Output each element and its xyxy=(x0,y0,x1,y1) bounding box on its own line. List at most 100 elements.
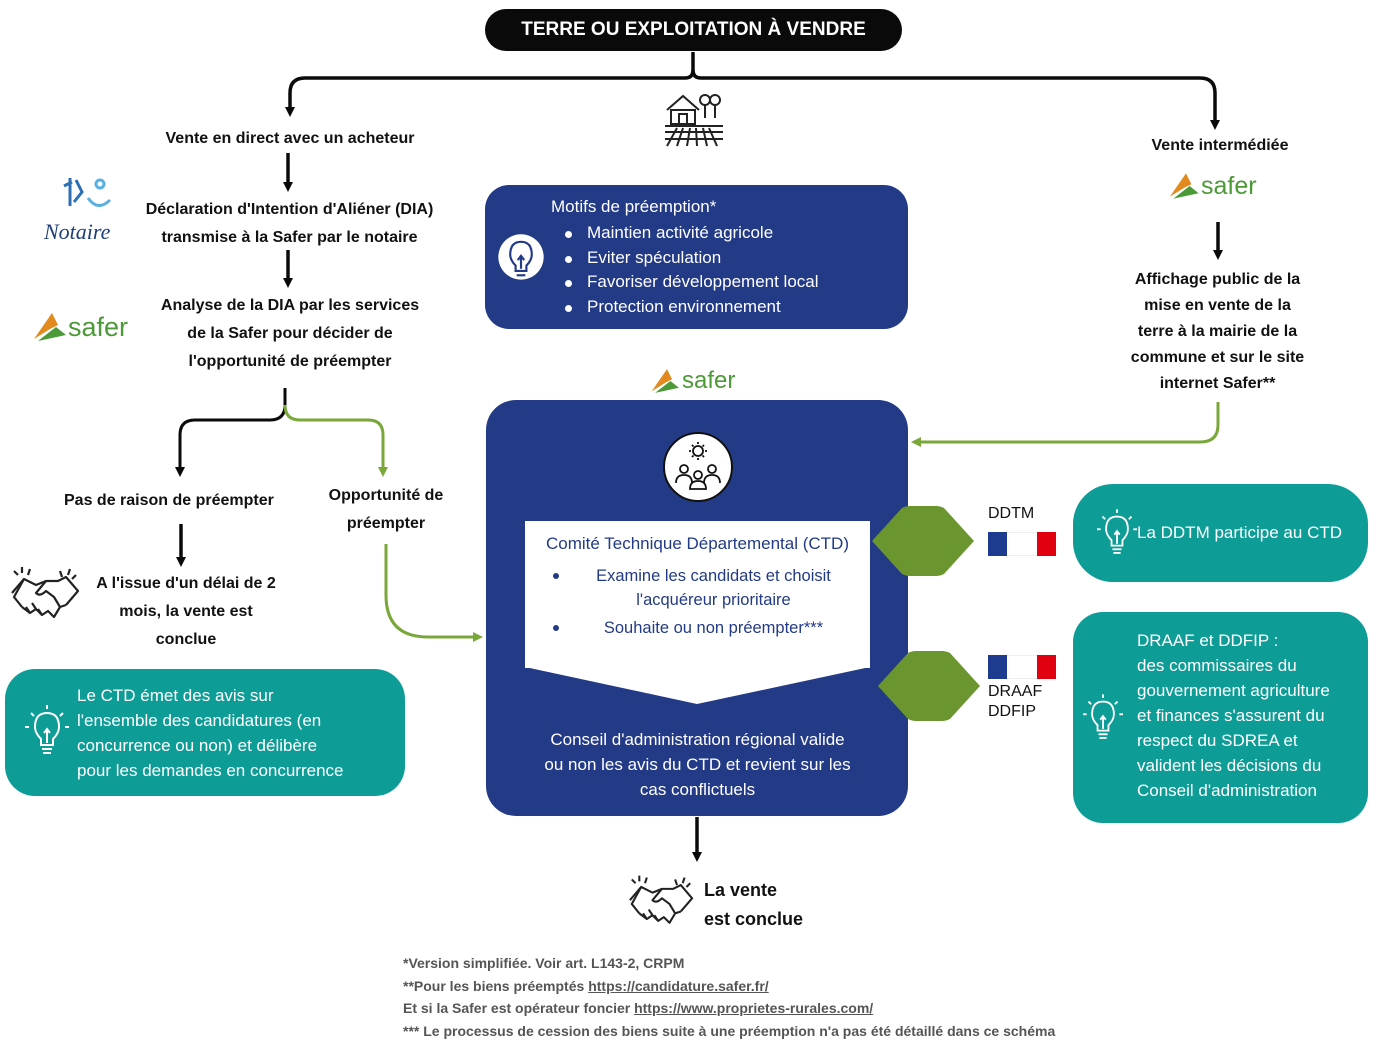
top-split-line xyxy=(285,52,695,117)
analyse-line: de la Safer pour décider de xyxy=(187,325,393,342)
issue-text: A l'issue d'un délai de 2 mois, la vente… xyxy=(80,570,292,654)
conseil-line: Conseil d'administration régional valide xyxy=(550,730,845,749)
ddtm-info-box: La DDTM participe au CTD xyxy=(1073,484,1368,582)
safer-mark-icon xyxy=(34,313,66,341)
ddtm-info-text: La DDTM participe au CTD xyxy=(1137,523,1343,542)
ctd-list: Examine les candidats et choisit l'acqué… xyxy=(525,564,870,640)
ctd-info-line: concurrence ou non) et délibère xyxy=(77,736,318,755)
ctd-info-line: pour les demandes en concurrence xyxy=(77,761,344,780)
affichage-line: terre à la mairie de la xyxy=(1137,323,1298,340)
safer-logo-text: safer xyxy=(682,367,736,394)
footnote-1: *Version simplifiée. Voir art. L143-2, C… xyxy=(403,955,685,971)
committee-icon xyxy=(663,432,733,502)
opportunite-line: Opportunité de xyxy=(328,487,444,504)
ctd-item-line: l'acquéreur prioritaire xyxy=(636,591,791,609)
footnotes: *Version simplifiée. Voir art. L143-2, C… xyxy=(403,952,1163,1042)
split-no-reason xyxy=(175,388,287,477)
safer-mark-icon xyxy=(651,369,679,393)
safer-logo: safer xyxy=(650,367,735,395)
issue-line: mois, la vente est xyxy=(119,603,253,620)
draaf-label: DRAAF DDFIP xyxy=(988,682,1042,722)
lightbulb-icon xyxy=(25,705,69,754)
draaf-info-box: DRAAF et DDFIP : des commissaires du gou… xyxy=(1073,612,1368,823)
draaf-info-line: et finances s'assurent du xyxy=(1137,706,1325,725)
ddtm-label: DDTM xyxy=(988,505,1035,522)
opportunite-label: Opportunité de préempter xyxy=(316,482,456,538)
draaf-info-line: Conseil d'administration xyxy=(1137,781,1317,800)
motifs-title: Motifs de préemption* xyxy=(551,197,717,216)
conseil-text: Conseil d'administration régional valide… xyxy=(520,727,875,802)
ctd-info-box: Le CTD émet des avis sur l'ensemble des … xyxy=(5,669,405,796)
safer-logo-text: safer xyxy=(68,311,129,342)
final-line: La vente xyxy=(704,880,778,900)
proprietes-rurales-link[interactable]: https://www.proprietes-rurales.com/ xyxy=(634,1000,874,1016)
ctd-info-line: Le CTD émet des avis sur xyxy=(77,686,274,705)
conseil-line: cas conflictuels xyxy=(639,780,756,799)
motifs-item: Maintien activité agricole xyxy=(565,221,819,246)
draaf-info-line: respect du SDREA et xyxy=(1137,731,1298,750)
affichage-line: internet Safer** xyxy=(1159,375,1276,392)
footnote-4: *** Le processus de cession des biens su… xyxy=(403,1022,1056,1039)
lightbulb-icon xyxy=(1097,509,1137,554)
ctd-info-text: Le CTD émet des avis sur l'ensemble des … xyxy=(77,683,344,783)
footnote-2-prefix: **Pour les biens préemptés xyxy=(403,977,589,994)
footnote-3: Et si la Safer est opérateur foncier htt… xyxy=(403,997,1163,1020)
ctd-title: Comité Technique Départemental (CTD) xyxy=(546,534,849,553)
safer-mark-icon xyxy=(1169,173,1199,199)
notaire-logo: Notaire xyxy=(44,172,134,252)
ctd-item: Souhaite ou non préempter*** xyxy=(549,616,870,640)
vente-intermediee-label: Vente intermédiée xyxy=(1151,137,1289,154)
draaf-info-line: valident les décisions du xyxy=(1137,756,1322,775)
draaf-info-line: DRAAF et DDFIP : xyxy=(1137,631,1279,650)
page-title: TERRE OU EXPLOITATION À VENDRE xyxy=(485,9,902,51)
dia-line: Déclaration d'Intention d'Aliéner (DIA) xyxy=(145,201,434,218)
candidature-link[interactable]: https://candidature.safer.fr/ xyxy=(588,977,769,994)
analyse-text: Analyse de la DIA par les services de la… xyxy=(130,292,450,376)
ctd-panel: Comité Technique Départemental (CTD) Exa… xyxy=(525,521,870,668)
safer-logo: safer xyxy=(32,311,128,343)
lightbulb-icon xyxy=(498,234,544,280)
motifs-item: Favoriser développement local xyxy=(565,270,819,295)
affichage-line: mise en vente de la xyxy=(1144,297,1291,314)
draaf-info-text: DRAAF et DDFIP : des commissaires du gou… xyxy=(1137,628,1330,803)
top-split-right-line xyxy=(691,69,1220,130)
ddtm-diamond xyxy=(872,506,974,576)
arrow-opportunity-to-ctd xyxy=(384,544,483,642)
notaire-logo-text: Notaire xyxy=(44,219,111,244)
ctd-item: Examine les candidats et choisit l'acqué… xyxy=(549,564,870,612)
motifs-item: Eviter spéculation xyxy=(565,246,819,271)
split-opportunity xyxy=(283,404,388,477)
draaf-label-line: DRAAF xyxy=(988,683,1043,700)
safer-logo-text: safer xyxy=(1201,171,1257,200)
handshake-icon xyxy=(11,567,80,619)
final-line: est conclue xyxy=(704,909,804,929)
opportunite-line: préempter xyxy=(346,515,426,532)
motifs-list: Maintien activité agricole Eviter spécul… xyxy=(551,221,819,319)
issue-line: A l'issue d'un délai de 2 xyxy=(96,575,276,592)
analyse-line: l'opportunité de préempter xyxy=(188,353,392,370)
notaire-emblem-icon xyxy=(63,178,112,207)
ctd-panel-point xyxy=(525,667,870,704)
final-text: La vente est conclue xyxy=(704,876,803,934)
motifs-item: Protection environnement xyxy=(565,295,819,320)
handshake-icon xyxy=(629,875,694,924)
ctd-item-line: Examine les candidats et choisit xyxy=(596,567,831,585)
footnote-2: **Pour les biens préemptés https://candi… xyxy=(403,975,1163,998)
analyse-line: Analyse de la DIA par les services xyxy=(160,297,420,314)
draaf-info-line: des commissaires du xyxy=(1137,656,1297,675)
dia-line: transmise à la Safer par le notaire xyxy=(161,229,418,246)
motifs-box: Motifs de préemption* Maintien activité … xyxy=(485,185,908,329)
draaf-diamond xyxy=(878,651,980,721)
safer-logo: safer xyxy=(1168,171,1257,201)
lightbulb-icon xyxy=(1083,694,1123,739)
dia-text: Déclaration d'Intention d'Aliéner (DIA) … xyxy=(122,196,457,252)
farm-icon xyxy=(665,94,723,147)
arrow-affichage-to-ctd xyxy=(911,402,1220,447)
draaf-label-line: DDFIP xyxy=(988,703,1036,720)
vente-direct-label: Vente en direct avec un acheteur xyxy=(165,130,415,147)
issue-line: conclue xyxy=(155,631,217,648)
french-flag-icon xyxy=(988,532,1056,556)
conseil-line: ou non les avis du CTD et revient sur le… xyxy=(544,755,851,774)
french-flag-icon xyxy=(988,655,1056,679)
